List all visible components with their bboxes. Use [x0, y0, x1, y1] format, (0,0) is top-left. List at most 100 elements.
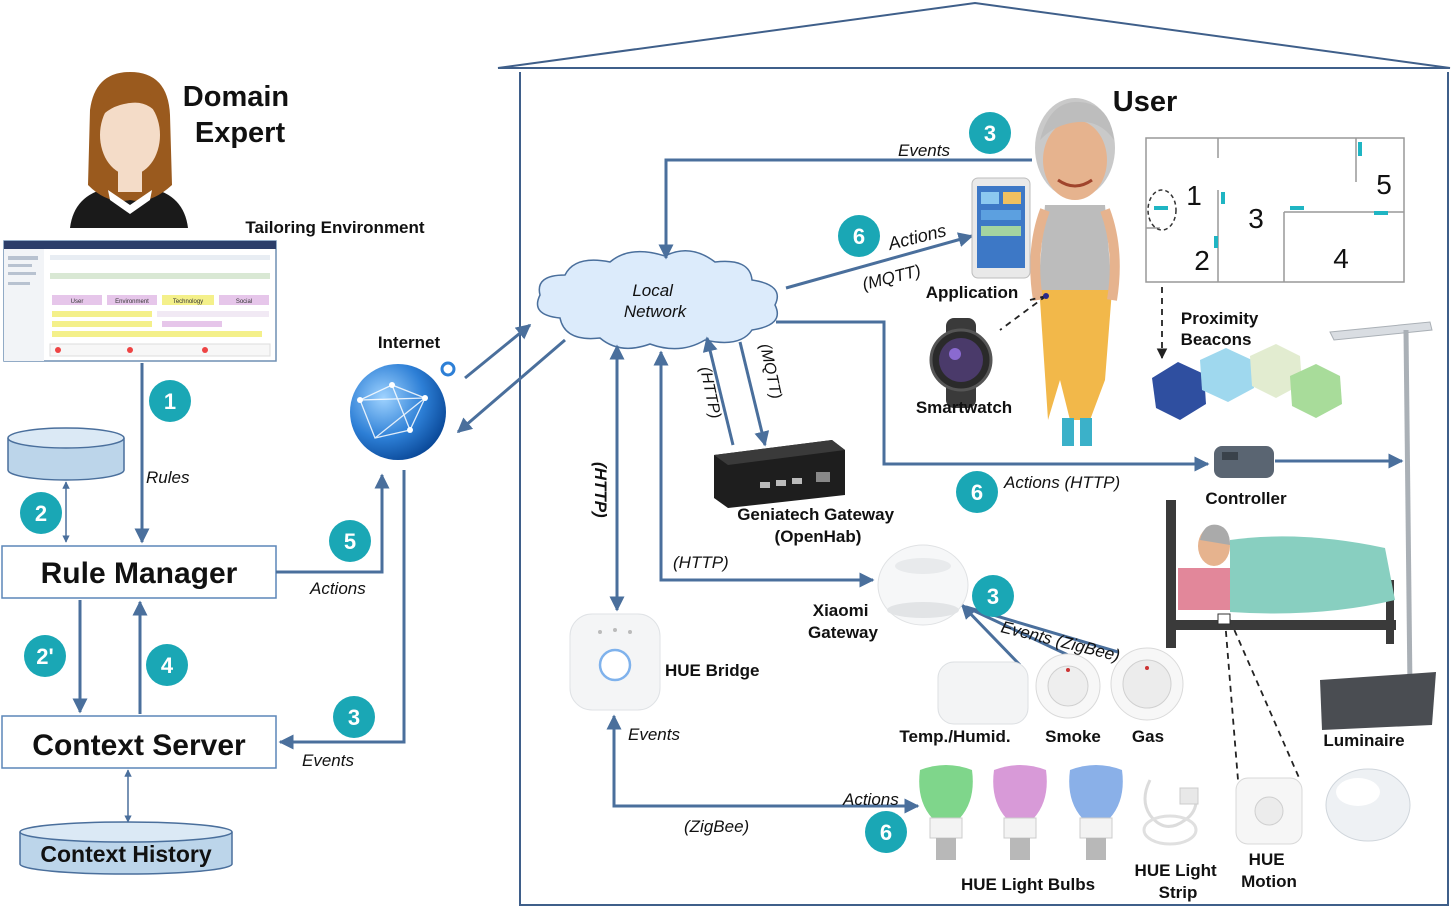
edge-mqtt-geniatech: (MQTT): [756, 342, 784, 400]
tailoring-environment-screenshot[interactable]: User Environment Technology Social: [3, 240, 277, 362]
edge-events-hue: Events: [628, 725, 680, 744]
floor-plan: 1 2 3 4 5: [1145, 137, 1405, 283]
step-badge-5: 5: [329, 520, 371, 562]
step-badge-2-prime: 2': [24, 635, 66, 677]
local-network-line2: Network: [624, 302, 688, 321]
edge-actions-http: Actions (HTTP): [1003, 473, 1120, 492]
internet-network-arrows: [456, 323, 566, 434]
internet-globe-icon: [350, 361, 456, 460]
application-label: Application: [926, 283, 1019, 302]
hue-motion-line2: Motion: [1241, 872, 1297, 891]
step-badge-6-bulbs: 6: [865, 811, 907, 853]
smoke-label: Smoke: [1045, 727, 1101, 746]
edge-events-top: Events: [898, 141, 950, 160]
hue-motion-sensor: [1235, 777, 1303, 845]
edge-events: Events: [302, 751, 354, 770]
rule-manager-label: Rule Manager: [41, 557, 238, 590]
step-badge-3-left: 3: [333, 696, 375, 738]
room-number-4: 4: [1333, 243, 1349, 274]
user-label: User: [1113, 86, 1178, 118]
step-badge-3-xiaomi: 3: [972, 575, 1014, 617]
svg-text:3: 3: [348, 705, 360, 730]
domain-expert-line1: Domain: [183, 81, 289, 113]
domain-expert-label: Domain Expert: [183, 81, 297, 149]
user-avatar: [1030, 98, 1120, 446]
tab-environment[interactable]: Environment: [115, 299, 149, 305]
center-arrows: [606, 158, 1404, 814]
temp-humid-label: Temp./Humid.: [899, 727, 1010, 746]
hue-light-bulbs-label: HUE Light Bulbs: [961, 875, 1095, 894]
domain-expert-line2: Expert: [195, 117, 286, 149]
rule-manager-box: Rule Manager: [1, 545, 277, 599]
room-number-2: 2: [1194, 245, 1210, 276]
tablet-application-device: [971, 177, 1031, 279]
step-badge-4: 4: [146, 644, 188, 686]
xiaomi-gateway-device: [877, 544, 969, 626]
step-badge-3-top: 3: [969, 112, 1011, 154]
arrow-http-xiaomi: [653, 350, 875, 588]
hue-motion-label: HUE Motion: [1241, 850, 1297, 891]
hue-go-lamp: [1325, 768, 1411, 842]
tab-social[interactable]: Social: [236, 299, 252, 305]
gas-label: Gas: [1132, 727, 1164, 746]
local-network-label: Local Network: [624, 281, 688, 321]
arrow-zigbee-bulbs: [606, 714, 920, 814]
beacons-line1: Proximity: [1181, 309, 1259, 328]
internet-label: Internet: [378, 333, 441, 352]
svg-text:1: 1: [164, 389, 176, 414]
geniatech-line2: (OpenHab): [775, 527, 862, 546]
edge-http-geniatech: (HTTP): [696, 365, 724, 420]
svg-text:2: 2: [35, 501, 47, 526]
edge-rules: Rules: [146, 468, 190, 487]
xiaomi-line1: Xiaomi: [813, 601, 869, 620]
smartwatch-label: Smartwatch: [916, 398, 1012, 417]
context-server-label: Context Server: [32, 729, 246, 762]
edge-actions-top: Actions: [885, 220, 948, 254]
geniatech-gateway-device: [714, 440, 845, 508]
arrow-actions-controller: [776, 320, 1210, 472]
context-history-cylinder: Context History: [19, 821, 233, 875]
edge-http-vertical: (HTTP): [591, 462, 610, 518]
domain-expert-avatar: [70, 72, 188, 228]
hue-motion-line1: HUE: [1249, 850, 1285, 869]
house-outline: [497, 1, 1451, 906]
proximity-beacons-device: [1152, 344, 1342, 420]
edge-zigbee: (ZigBee): [684, 817, 749, 836]
smartwatch-device: [929, 318, 993, 408]
left-arrows: [62, 363, 406, 823]
edge-actions-bulbs: Actions: [842, 790, 899, 809]
light-strip-line1: HUE Light: [1135, 861, 1217, 880]
proximity-beacons-label: Proximity Beacons: [1181, 309, 1264, 349]
storage-cylinder: [7, 427, 125, 481]
step-badge-6-app: 6: [838, 215, 880, 257]
step-badge-1: 1: [149, 380, 191, 422]
room-number-1: 1: [1186, 180, 1202, 211]
svg-text:6: 6: [880, 820, 892, 845]
arrow-events-top: [658, 158, 1032, 260]
tab-user[interactable]: User: [71, 299, 84, 305]
edge-http-xiaomi: (HTTP): [673, 553, 729, 572]
context-server-box: Context Server: [1, 715, 277, 769]
step-badges: 1 2 2' 4 5 3 3 6: [20, 112, 1014, 853]
step-badge-6-controller: 6: [956, 471, 998, 513]
beacons-line2: Beacons: [1181, 330, 1252, 349]
controller-label: Controller: [1205, 489, 1287, 508]
room-number-5: 5: [1376, 169, 1392, 200]
room-number-3: 3: [1248, 203, 1264, 234]
hue-bridge-label: HUE Bridge: [665, 661, 759, 680]
controller-device: [1214, 446, 1274, 478]
light-strip-line2: Strip: [1159, 883, 1198, 902]
hue-bridge-device: [569, 613, 661, 711]
hue-light-strip-label: HUE Light Strip: [1135, 861, 1222, 902]
hue-light-bulb-green: [919, 765, 973, 860]
luminaire-label: Luminaire: [1323, 731, 1404, 750]
tailoring-environment-label: Tailoring Environment: [245, 218, 424, 237]
hue-light-strip-device: [1142, 779, 1199, 846]
luminaire-device: [1320, 321, 1436, 730]
geniatech-gateway-label: Geniatech Gateway (OpenHab): [737, 505, 899, 546]
arrow-events-context: [278, 470, 406, 750]
geniatech-line1: Geniatech Gateway: [737, 505, 894, 524]
local-network-cloud: Local Network: [536, 250, 779, 350]
tab-technology[interactable]: Technology: [173, 299, 203, 305]
